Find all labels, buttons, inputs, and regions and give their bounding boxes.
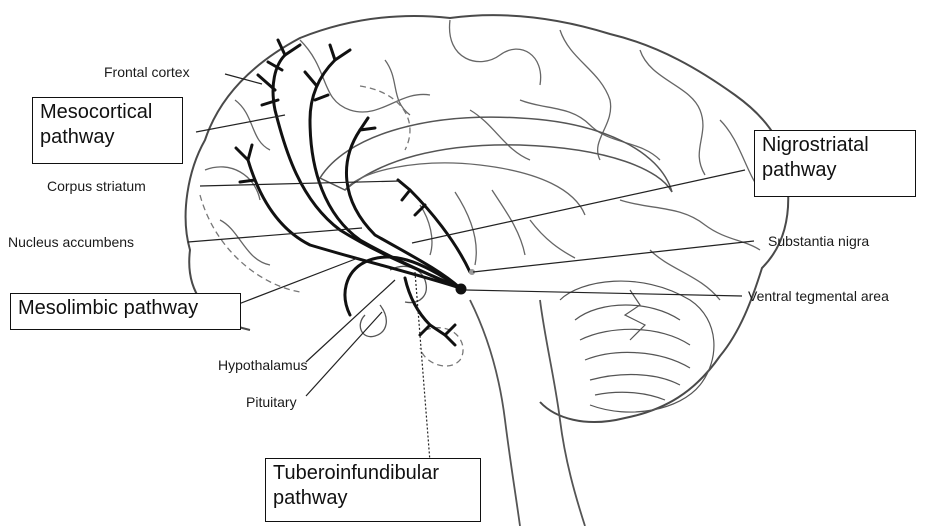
- box-nigrostriatal-pathway: Nigrostriatal pathway: [754, 130, 916, 197]
- nigrostriatal-line-1: Nigrostriatal: [762, 133, 908, 158]
- brainstem: [470, 300, 585, 526]
- gyri-texture: [205, 20, 760, 300]
- label-hypothalamus: Hypothalamus: [218, 357, 308, 373]
- vta-dot: [456, 284, 467, 295]
- box-tuberoinfundibular-pathway: Tuberoinfundibular pathway: [265, 458, 481, 522]
- box-mesocortical-pathway: Mesocortical pathway: [32, 97, 183, 164]
- dopamine-pathways: [236, 40, 470, 345]
- mesocortical-line-1: Mesocortical: [40, 100, 175, 125]
- mesolimbic-line-1: Mesolimbic pathway: [18, 296, 233, 321]
- label-nucleus-accumbens: Nucleus accumbens: [8, 234, 134, 250]
- mesocortical-tract-2: [310, 60, 460, 288]
- mesocortical-tract: [273, 55, 460, 288]
- label-pituitary: Pituitary: [246, 394, 297, 410]
- tuberoinfundibular-line-1: Tuberoinfundibular: [273, 461, 473, 486]
- label-ventral-tegmental-area: Ventral tegmental area: [748, 288, 889, 304]
- tuberoinfundibular-line-2: pathway: [273, 486, 473, 511]
- nigrostriatal-line-2: pathway: [762, 158, 908, 183]
- mesocortical-line-2: pathway: [40, 125, 175, 150]
- label-substantia-nigra: Substantia nigra: [768, 233, 869, 249]
- cerebellum: [560, 281, 714, 412]
- label-frontal-cortex: Frontal cortex: [104, 64, 190, 80]
- box-mesolimbic-pathway: Mesolimbic pathway: [10, 293, 241, 330]
- label-corpus-striatum: Corpus striatum: [47, 178, 146, 194]
- hypothalamus-pituitary: [360, 266, 426, 336]
- tuberoinfundibular-tract: [405, 278, 445, 335]
